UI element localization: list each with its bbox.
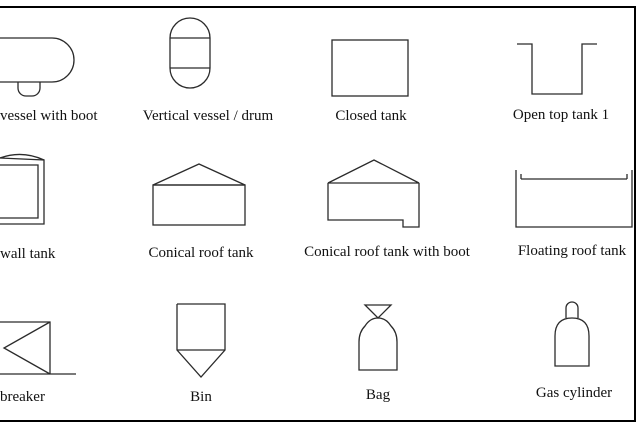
floating-roof-tank-symbol [515, 170, 633, 228]
label-gas-cylinder: Gas cylinder [535, 385, 613, 401]
vessel-with-boot-symbol [0, 37, 75, 97]
wall-tank-symbol [0, 153, 45, 225]
label-closed-tank: Closed tank [335, 108, 407, 124]
label-bag: Bag [365, 387, 391, 403]
vertical-vessel-symbol [169, 17, 211, 89]
label-open-top-tank: Open top tank 1 [512, 107, 610, 123]
label-conical-roof-tank-boot: Conical roof tank with boot [304, 244, 470, 260]
diagram-frame [0, 6, 636, 422]
label-breaker: breaker [0, 389, 45, 405]
label-vessel-with-boot: vessel with boot [0, 108, 98, 124]
closed-tank-symbol [331, 39, 409, 97]
label-vertical-vessel: Vertical vessel / drum [142, 108, 274, 124]
bin-symbol [176, 303, 226, 378]
label-floating-roof-tank: Floating roof tank [517, 243, 627, 259]
conical-roof-tank-symbol [152, 163, 246, 226]
label-wall-tank: wall tank [0, 246, 56, 262]
conical-roof-tank-boot-symbol [327, 159, 420, 228]
gas-cylinder-symbol [554, 301, 590, 367]
open-top-tank-symbol [517, 43, 597, 95]
label-conical-roof-tank: Conical roof tank [148, 245, 254, 261]
breaker-symbol [0, 321, 76, 375]
label-bin: Bin [190, 389, 212, 405]
bag-symbol [358, 304, 398, 371]
